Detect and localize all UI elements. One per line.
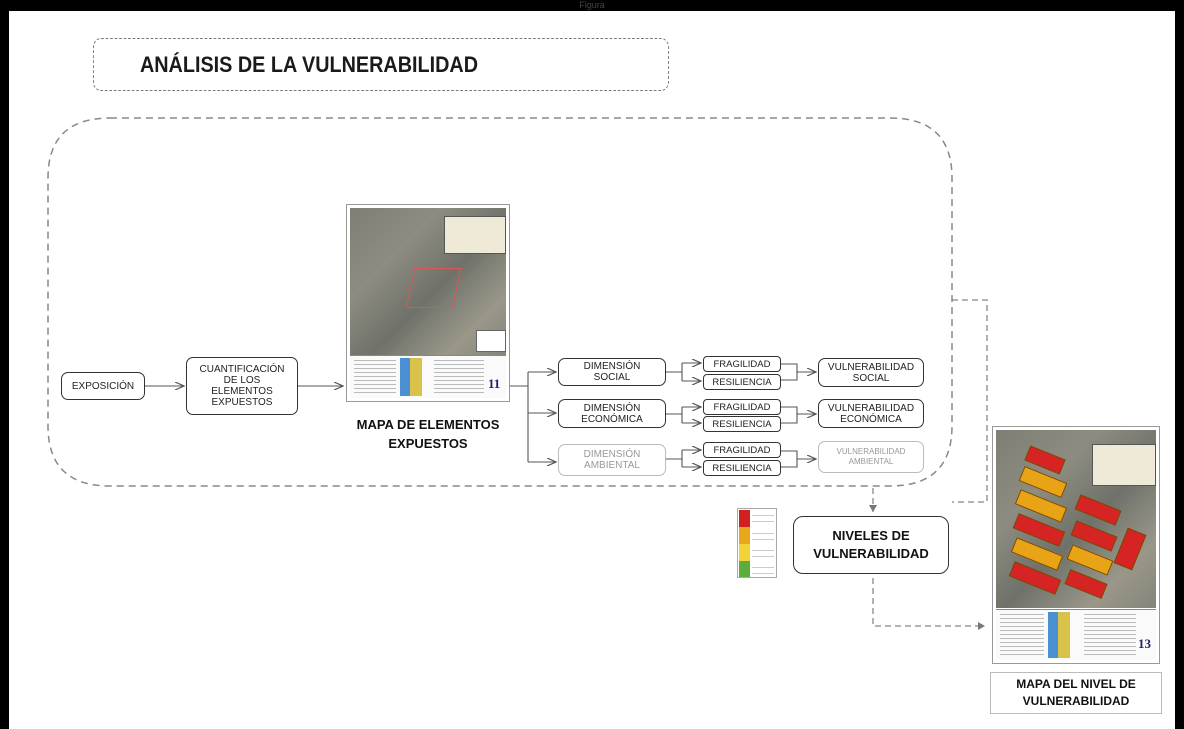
node-cuantificacion: CUANTIFICACIÓN DE LOS ELEMENTOS EXPUESTO… [186, 357, 298, 415]
node-resiliencia-economica: RESILIENCIA [703, 416, 781, 432]
legend-lines [1000, 614, 1044, 656]
title-box: ANÁLISIS DE LA VULNERABILIDAD [93, 38, 669, 91]
node-exposicion: EXPOSICIÓN [61, 372, 145, 400]
node-vulnerabilidad-economica: VULNERABILIDAD ECONÓMICA [818, 399, 924, 428]
title-block-lines [1084, 614, 1136, 656]
map-number: 13 [1138, 636, 1151, 651]
level-swatch-very-high [739, 510, 750, 527]
map-legend-strip: 13 [996, 609, 1156, 660]
analysis-group-outline [47, 117, 953, 487]
node-dimension-economica: DIMENSIÓN ECONÓMICA [558, 399, 666, 428]
dashed-connectors [869, 299, 988, 630]
map-elementos-expuestos: 11 [346, 204, 510, 402]
coast-submap [400, 358, 422, 396]
coast-submap [1048, 612, 1070, 658]
flow-arrows [145, 363, 816, 467]
aerial-image [996, 430, 1156, 608]
location-inset [1092, 444, 1156, 486]
node-vulnerabilidad-ambiental: VULNERABILIDAD AMBIENTAL [818, 441, 924, 473]
node-fragilidad-economica: FRAGILIDAD [703, 399, 781, 415]
study-area-outline [405, 268, 462, 308]
node-vulnerabilidad-social: VULNERABILIDAD SOCIAL [818, 358, 924, 387]
top-caption: Figura [579, 0, 605, 10]
location-inset [444, 216, 506, 254]
level-swatch-high [739, 527, 750, 544]
node-fragilidad-social: FRAGILIDAD [703, 356, 781, 372]
vulnerability-level-table [737, 508, 777, 578]
node-resiliencia-ambiental: RESILIENCIA [703, 460, 781, 476]
caption-mapa-elementos: MAPA DE ELEMENTOS EXPUESTOS [356, 417, 500, 451]
node-dimension-ambiental: DIMENSIÓN AMBIENTAL [558, 444, 666, 476]
caption-mapa-nivel: MAPA DEL NIVEL DE VULNERABILIDAD [990, 672, 1162, 714]
title-block-lines [434, 360, 484, 394]
level-swatch-medium [739, 544, 750, 561]
node-resiliencia-social: RESILIENCIA [703, 374, 781, 390]
legend-lines [354, 360, 396, 394]
node-niveles-de-vulnerabilidad: NIVELES DE VULNERABILIDAD [793, 516, 949, 574]
map-legend-strip: 11 [350, 355, 506, 398]
node-dimension-social: DIMENSIÓN SOCIAL [558, 358, 666, 386]
north-arrow-box [476, 330, 506, 352]
node-fragilidad-ambiental: FRAGILIDAD [703, 442, 781, 458]
diagram-title: ANÁLISIS DE LA VULNERABILIDAD [139, 51, 479, 77]
aerial-image [350, 208, 506, 356]
map-nivel-vulnerabilidad: 13 [992, 426, 1160, 664]
map-number: 11 [488, 376, 501, 391]
level-swatch-low [739, 561, 750, 577]
